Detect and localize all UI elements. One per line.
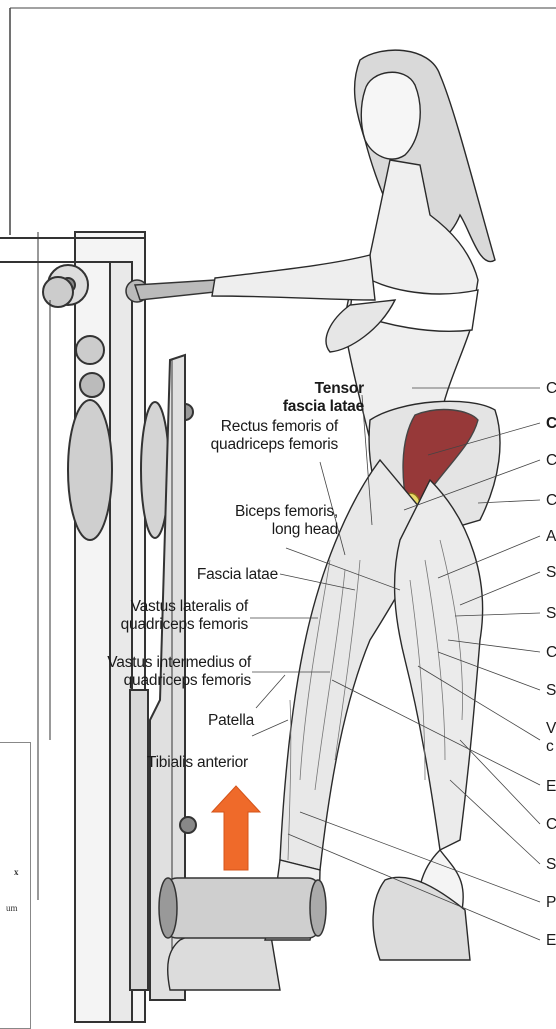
right-label-8: C — [546, 644, 556, 662]
right-label-14: S — [546, 856, 556, 874]
right-label-5: A — [546, 528, 556, 546]
right-label-10: V — [546, 720, 556, 738]
label-rectus-femoris: Rectus femoris of quadriceps femoris — [211, 418, 338, 454]
ankle-cuff — [159, 878, 326, 938]
label-vastus-lateralis: Vastus lateralis of quadriceps femoris — [121, 598, 248, 634]
right-label-6: S — [546, 564, 556, 582]
label-fascia-latae: Fascia latae — [197, 566, 278, 584]
right-label-16: E — [546, 932, 556, 950]
inset-text-2: um — [6, 903, 18, 913]
label-vastus-intermedius: Vastus intermedius of quadriceps femoris — [107, 654, 251, 690]
right-label-1: C — [546, 380, 556, 398]
right-label-3: C — [546, 452, 556, 470]
inset-panel: x um — [0, 742, 31, 1029]
label-tibialis-anterior: Tibialis anterior — [147, 754, 248, 772]
right-label-9: S — [546, 682, 556, 700]
movement-arrow — [212, 786, 260, 870]
right-label-15: P — [546, 894, 556, 912]
right-label-2: C — [546, 415, 556, 433]
label-tensor-fascia-latae: Tensor fascia latae — [283, 380, 364, 416]
inset-text-1: x — [14, 867, 19, 877]
right-label-7: S — [546, 605, 556, 623]
cable-handle — [126, 280, 215, 302]
right-label-12: E — [546, 778, 556, 796]
right-label-4: C — [546, 492, 556, 510]
right-label-11: c — [546, 738, 556, 756]
label-patella: Patella — [208, 712, 254, 730]
label-biceps-femoris: Biceps femoris, long head — [235, 503, 338, 539]
right-label-13: C — [546, 816, 556, 834]
